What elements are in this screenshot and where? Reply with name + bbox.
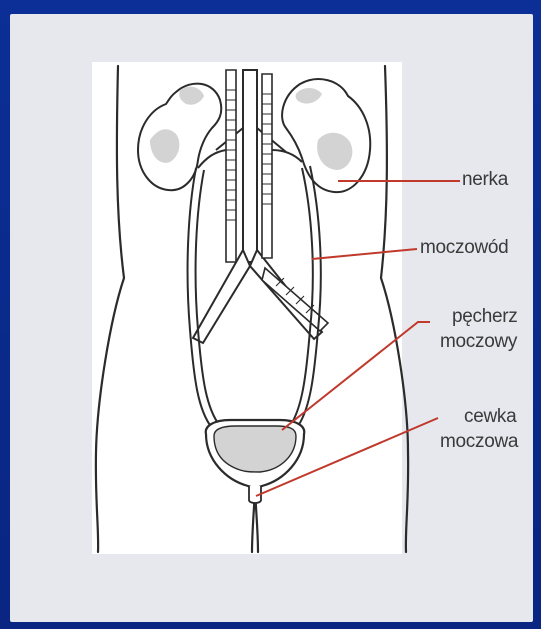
label-kidney: nerka (462, 168, 508, 192)
label-urethra-line2: moczowa (440, 430, 518, 454)
label-bladder-line2: moczowy (440, 330, 517, 354)
label-bladder-line1: pęcherz (452, 305, 518, 329)
label-ureter: moczowód (420, 236, 508, 260)
label-urethra-line1: cewka (464, 405, 516, 429)
